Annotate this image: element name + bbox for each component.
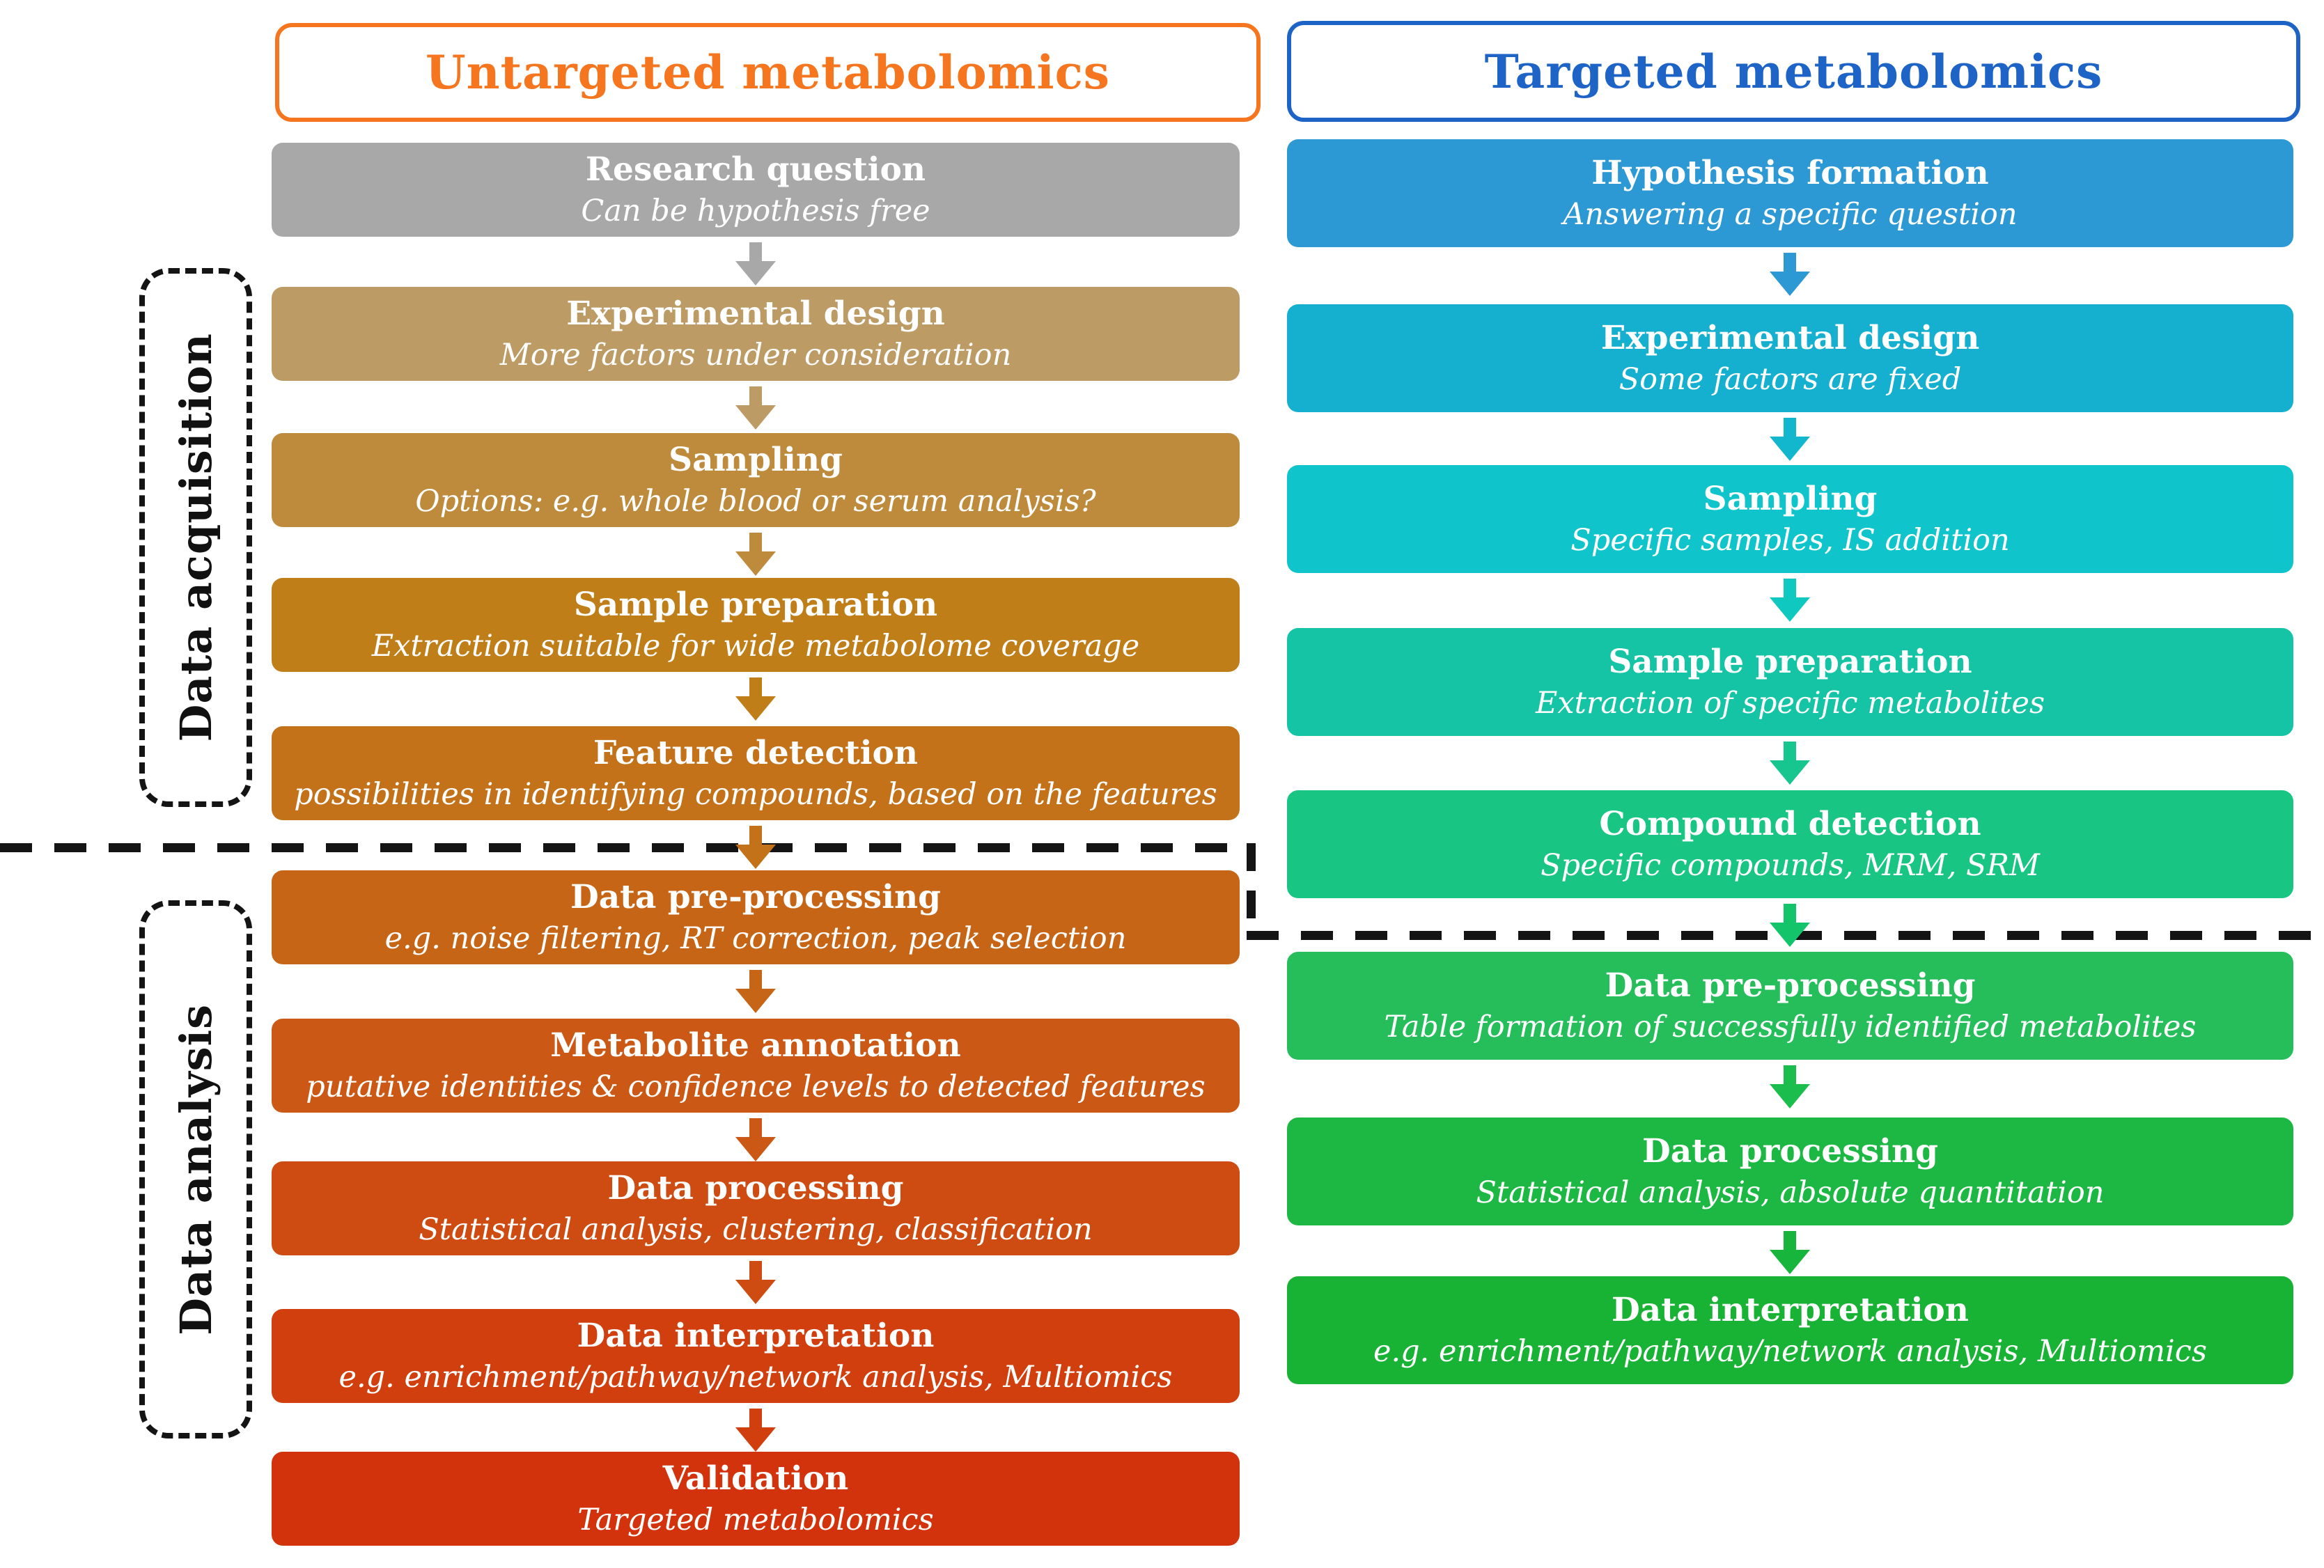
step-subtitle: e.g. noise filtering, RT correction, pea… [384,920,1127,956]
step-title: Data processing [607,1169,904,1207]
phase-divider-step-segment [1247,843,1256,940]
step-title: Data processing [1641,1132,1939,1170]
untargeted-step-experimental-design: Experimental design More factors under c… [272,287,1240,381]
flow-arrow-down-icon [735,677,776,721]
step-title: Data interpretation [577,1317,935,1355]
step-subtitle: possibilities in identifying compounds, … [294,776,1217,812]
targeted-step-hypothesis-formation: Hypothesis formation Answering a specifi… [1287,139,2293,247]
untargeted-column-header: Untargeted metabolomics [275,23,1261,122]
untargeted-step-sampling: Sampling Options: e.g. whole blood or se… [272,433,1240,527]
untargeted-step-research-question: Research question Can be hypothesis free [272,143,1240,237]
step-title: Data interpretation [1612,1291,1969,1329]
step-subtitle: Table formation of successfully identifi… [1384,1009,2197,1044]
data-analysis-label: Data analysis [170,1003,221,1335]
step-subtitle: Answering a specific question [1563,196,2018,232]
targeted-step-data-pre-processing: Data pre-processing Table formation of s… [1287,952,2293,1060]
data-acquisition-label: Data acquisition [170,333,221,742]
untargeted-header-label: Untargeted metabolomics [426,45,1110,100]
flow-arrow-down-icon [735,1118,776,1161]
flow-arrow-down-icon [1770,579,1810,622]
step-title: Feature detection [593,734,919,772]
untargeted-step-metabolite-annotation: Metabolite annotation putative identitie… [272,1019,1240,1113]
step-title: Sample preparation [573,586,938,624]
step-subtitle: putative identities & confidence levels … [306,1069,1206,1104]
step-subtitle: More factors under consideration [499,337,1012,373]
flow-arrow-down-icon [735,970,776,1013]
step-title: Validation [662,1459,849,1498]
targeted-column-header: Targeted metabolomics [1287,21,2300,122]
untargeted-step-feature-detection: Feature detection possibilities in ident… [272,726,1240,820]
flow-arrow-down-icon [1770,904,1810,947]
step-title: Data pre-processing [1605,966,1976,1005]
targeted-step-sample-preparation: Sample preparation Extraction of specifi… [1287,628,2293,736]
step-subtitle: Extraction suitable for wide metabolome … [371,628,1140,664]
targeted-step-compound-detection: Compound detection Specific compounds, M… [1287,790,2293,898]
data-acquisition-bracket: Data acquisition [139,268,252,807]
targeted-step-experimental-design: Experimental design Some factors are fix… [1287,304,2293,412]
step-title: Sampling [1703,480,1878,518]
step-title: Compound detection [1599,805,1981,843]
phase-divider-left-segment [0,843,1254,852]
flow-arrow-down-icon [735,386,776,430]
flow-arrow-down-icon [1770,418,1810,461]
untargeted-step-data-interpretation: Data interpretation e.g. enrichment/path… [272,1309,1240,1403]
untargeted-step-sample-preparation: Sample preparation Extraction suitable f… [272,578,1240,672]
step-title: Research question [585,150,926,189]
step-subtitle: Specific compounds, MRM, SRM [1541,847,2040,883]
step-subtitle: Extraction of specific metabolites [1535,685,2045,721]
flow-arrow-down-icon [1770,742,1810,785]
step-title: Sampling [669,441,843,479]
step-subtitle: Targeted metabolomics [577,1502,934,1537]
targeted-step-data-processing: Data processing Statistical analysis, ab… [1287,1118,2293,1225]
step-title: Experimental design [566,295,945,333]
flow-arrow-down-icon [735,533,776,576]
flow-arrow-down-icon [1770,1231,1810,1274]
targeted-step-sampling: Sampling Specific samples, IS addition [1287,465,2293,573]
untargeted-step-validation: Validation Targeted metabolomics [272,1452,1240,1546]
step-subtitle: e.g. enrichment/pathway/network analysis… [1373,1333,2207,1369]
step-subtitle: Some factors are fixed [1619,361,1962,397]
step-title: Sample preparation [1608,643,1972,681]
step-subtitle: e.g. enrichment/pathway/network analysis… [338,1359,1173,1395]
step-subtitle: Can be hypothesis free [581,193,930,228]
flow-arrow-down-icon [735,242,776,285]
untargeted-step-data-pre-processing: Data pre-processing e.g. noise filtering… [272,870,1240,964]
step-subtitle: Statistical analysis, absolute quantitat… [1476,1175,2105,1210]
step-title: Metabolite annotation [550,1026,961,1065]
targeted-header-label: Targeted metabolomics [1484,44,2103,99]
data-analysis-bracket: Data analysis [139,900,252,1438]
flow-arrow-down-icon [1770,253,1810,296]
flow-arrow-down-icon [1770,1065,1810,1108]
step-title: Data pre-processing [570,878,942,916]
step-subtitle: Specific samples, IS addition [1570,522,2010,558]
step-title: Experimental design [1600,319,1980,357]
targeted-step-data-interpretation: Data interpretation e.g. enrichment/path… [1287,1276,2293,1384]
untargeted-step-data-processing: Data processing Statistical analysis, cl… [272,1161,1240,1255]
step-subtitle: Statistical analysis, clustering, classi… [419,1212,1093,1247]
flow-arrow-down-icon [735,1409,776,1452]
step-title: Hypothesis formation [1591,154,1989,192]
step-subtitle: Options: e.g. whole blood or serum analy… [415,483,1096,519]
flow-arrow-down-icon [735,826,776,869]
flow-arrow-down-icon [735,1261,776,1304]
